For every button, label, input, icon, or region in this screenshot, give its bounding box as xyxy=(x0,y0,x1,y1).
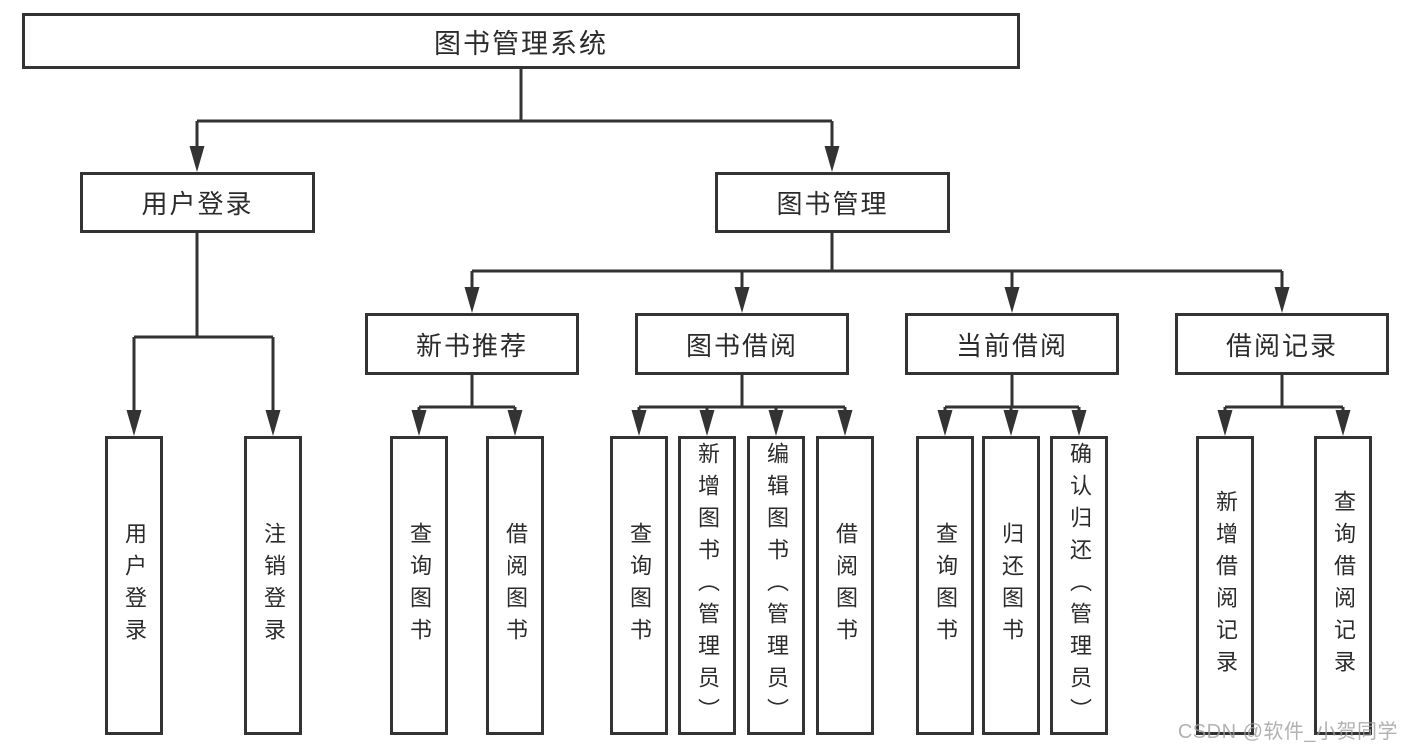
leaf-edit-book-admin-label: 编辑图书（管理员） xyxy=(764,441,789,730)
leaf-confirm-return-admin-label: 确认归还（管理员） xyxy=(1067,441,1092,730)
leaf-add-borrow-record-label: 新增借阅记录 xyxy=(1213,489,1238,682)
leaf-borrow-books-borrowing: 借阅图书 xyxy=(816,436,874,735)
node-book-borrowing-label: 图书借阅 xyxy=(685,330,798,361)
leaf-add-book-admin: 新增图书（管理员） xyxy=(678,436,736,735)
leaf-logout-label: 注销登录 xyxy=(261,521,286,650)
node-user-login: 用户登录 xyxy=(80,172,315,233)
node-new-book-recommend-label: 新书推荐 xyxy=(415,330,528,361)
node-book-management-label: 图书管理 xyxy=(776,189,889,219)
leaf-logout: 注销登录 xyxy=(244,436,302,735)
leaf-confirm-return-admin: 确认归还（管理员） xyxy=(1050,436,1108,735)
leaf-query-borrow-record: 查询借阅记录 xyxy=(1314,436,1372,735)
node-new-book-recommend: 新书推荐 xyxy=(365,313,579,375)
node-current-borrowing: 当前借阅 xyxy=(905,313,1119,375)
leaf-query-books-recommend: 查询图书 xyxy=(390,436,448,735)
arrowheads xyxy=(126,146,1351,436)
node-borrowing-records-label: 借阅记录 xyxy=(1225,330,1338,361)
csdn-watermark: CSDN @软件_小贺同学 xyxy=(1177,721,1398,743)
node-book-borrowing: 图书借阅 xyxy=(635,313,849,375)
leaf-query-books-borrowing-label: 查询图书 xyxy=(627,521,652,650)
leaf-borrow-books-recommend-label: 借阅图书 xyxy=(503,521,528,650)
leaf-user-login-label: 用户登录 xyxy=(122,521,147,650)
leaf-return-book-label: 归还图书 xyxy=(999,521,1024,650)
leaf-edit-book-admin: 编辑图书（管理员） xyxy=(747,436,805,735)
leaf-add-borrow-record: 新增借阅记录 xyxy=(1196,436,1254,735)
node-book-management: 图书管理 xyxy=(715,172,950,233)
node-library-system-label: 图书管理系统 xyxy=(434,28,608,59)
leaf-query-borrow-record-label: 查询借阅记录 xyxy=(1331,489,1356,682)
leaf-add-book-admin-label: 新增图书（管理员） xyxy=(695,441,720,730)
node-library-system: 图书管理系统 xyxy=(22,13,1020,69)
leaf-query-books-borrowing: 查询图书 xyxy=(610,436,668,735)
leaf-return-book: 归还图书 xyxy=(982,436,1040,735)
leaf-user-login: 用户登录 xyxy=(105,436,163,735)
leaf-borrow-books-recommend: 借阅图书 xyxy=(486,436,544,735)
leaf-query-books-current: 查询图书 xyxy=(916,436,974,735)
node-borrowing-records: 借阅记录 xyxy=(1175,313,1389,375)
leaf-query-books-recommend-label: 查询图书 xyxy=(407,521,432,650)
leaf-query-books-current-label: 查询图书 xyxy=(933,521,958,650)
node-current-borrowing-label: 当前借阅 xyxy=(955,330,1068,361)
node-user-login-label: 用户登录 xyxy=(141,189,254,219)
leaf-borrow-books-borrowing-label: 借阅图书 xyxy=(833,521,858,650)
